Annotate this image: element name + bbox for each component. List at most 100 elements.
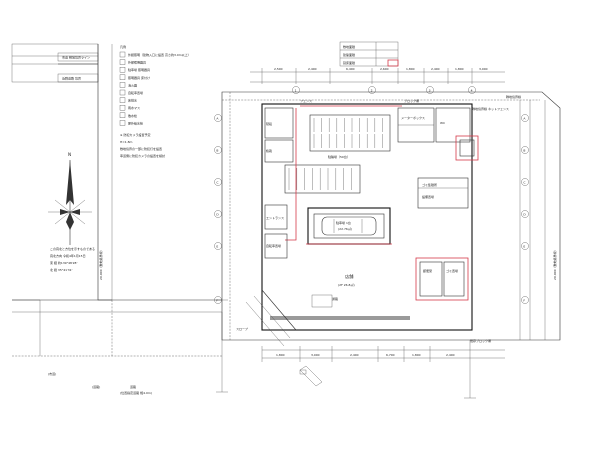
legend-heading: 凡例 <box>120 44 126 49</box>
grid-label: 1 <box>295 88 297 92</box>
compass-meta-1: この真北と方位を示すものである <box>50 246 95 251</box>
boundary-box <box>11 43 99 83</box>
ramp-label: スロープ <box>236 326 248 331</box>
legend-item-label: 屋外給水栓 <box>128 120 143 125</box>
grid-bubble <box>521 296 529 304</box>
compass-meta-4: 北 緯 35°41′31″ <box>50 267 74 272</box>
tap-icon <box>119 120 126 126</box>
lamp-icon <box>119 67 126 73</box>
left-rooms: 階段 植栽 エントランス 自転車置場 <box>264 107 294 259</box>
legend-item-label: 自転車置場 <box>128 90 143 95</box>
wall-hatch <box>270 316 410 320</box>
grid-label: D <box>216 212 219 216</box>
right-rooms: WC メーターボックス ゴミ集積所 設備置場 郵便受 ゴミ置場 <box>397 107 479 301</box>
grid-bubble <box>214 114 222 122</box>
grid-label: 3 <box>429 88 431 92</box>
compass-north: N <box>68 152 71 157</box>
boundary-label: 市道 敷地境界ライン <box>62 55 90 60</box>
drain-icon <box>119 97 126 103</box>
neighbor-label: 近隣道路 境界 <box>62 76 81 81</box>
grid-bubble <box>214 178 222 186</box>
wc-label: WC <box>440 121 445 125</box>
utility-label: 設備置場 <box>422 194 434 199</box>
grid-label: D <box>523 212 526 216</box>
grid-bubble <box>214 210 222 218</box>
bottom-road-note: (位置指定道路 幅4.0m) <box>120 390 152 395</box>
bottom-boundary: (市道) <box>48 371 56 376</box>
grid-label: B <box>216 148 218 152</box>
bottom-road: (道路) <box>92 384 100 389</box>
legend-item-label: 外観照明（建物入口に設置 高さ約3.0m以上） <box>128 52 191 57</box>
stairs-label: 階段 <box>266 121 272 126</box>
legend-item-label: 雨水マス <box>128 105 140 110</box>
grid-bubble <box>521 242 529 250</box>
north-compass: N <box>48 152 92 245</box>
legend-item: 外部照明器具 <box>119 59 146 65</box>
dim-label-top: 1,800 <box>406 67 415 71</box>
title-row-1: 敷地面積 <box>343 44 355 49</box>
bike-storage-label: 自転車置場 <box>266 243 281 248</box>
grid-label: A <box>216 116 219 120</box>
light-icon <box>119 51 126 58</box>
aisle-label: 通路 <box>332 296 338 301</box>
dim-label-bottom: 2,400 <box>350 353 359 357</box>
shop-area-label: (2F 26.8㎡) <box>338 282 355 287</box>
title-row-3: 延床面積 <box>343 60 355 65</box>
dim-label-bottom: 1,800 <box>412 353 421 357</box>
waste-label: ゴミ集積所 <box>422 182 437 187</box>
dim-label-bottom: 2,400 <box>446 353 455 357</box>
legend-item-label: 外部照明器具 <box>128 60 146 65</box>
lamp-icon <box>119 59 126 65</box>
dim-label-top: 2,400 <box>308 67 317 71</box>
left-dim-label: 20,000（敷地境界線） <box>98 249 103 281</box>
right-dim: 20,000（敷地境界線） <box>552 249 557 281</box>
bottom-road-label: 道路 <box>130 384 136 389</box>
grid-label: B <box>523 148 525 152</box>
legend-item: 外観照明（建物入口に設置 高さ約3.0m以上） <box>119 51 191 58</box>
dim-label-top: 6,400 <box>346 67 355 71</box>
bike-parking-2 <box>284 164 361 194</box>
legend-item: 照明器具 床付け <box>119 74 150 80</box>
car-area: (22.76㎡) <box>338 226 352 231</box>
right-note-1: 隣地境界線 <box>506 94 521 99</box>
fence-label: フェンス <box>300 98 312 103</box>
dim-label-bottom: 6,700 <box>386 353 395 357</box>
grid-bubble <box>426 86 434 94</box>
grid-bubble <box>468 86 476 94</box>
left-panel: 市道 敷地境界ライン 近隣道路 境界 N この真北と方位を示すものである 真北方… <box>11 43 333 395</box>
legend-note-2: H=1.8m <box>120 140 133 144</box>
grid-label: 4 <box>471 88 473 92</box>
dim-label-bottom: 3,000 <box>311 353 320 357</box>
legend-item-label: 照明器具 床付け <box>128 75 150 80</box>
grid-bubble <box>214 146 222 154</box>
legend-item-label: 消火器 <box>128 82 137 87</box>
legend-item-label: 床排水 <box>128 98 137 103</box>
grid-label: 2 <box>371 88 373 92</box>
car-label: 駐車場 1台 <box>336 220 351 225</box>
legend-note-3: 敷地境界の一部に防犯灯を設置 <box>120 146 162 151</box>
garden-label: 植栽 <box>266 148 272 153</box>
building-outline <box>261 103 473 331</box>
trash-label: ゴミ置場 <box>446 268 458 273</box>
legend-item: 自転車置場 <box>119 89 143 96</box>
grid-label: F <box>216 298 218 302</box>
grid-bubble <box>292 86 300 94</box>
tap-icon <box>119 112 126 118</box>
grate-icon <box>119 105 126 111</box>
compass-meta-2: 真北方向 令和4年1月15日 <box>50 253 86 258</box>
meter-label: メーターボックス <box>401 115 425 120</box>
site-boundary <box>221 91 561 341</box>
grid-bubble <box>521 210 529 218</box>
legend-item: 雨水マス <box>119 105 140 111</box>
legend-item: 散水栓 <box>119 112 137 118</box>
compass-meta-3: 東 経 約139°48′28″ <box>50 260 78 265</box>
title-box: 敷地面積 建築面積 延床面積 <box>339 41 399 67</box>
grid-label: A <box>523 116 526 120</box>
legend-item: 消火器 <box>119 82 137 88</box>
dim-label-top: 2,500 <box>274 67 283 71</box>
circle-icon <box>119 82 126 88</box>
dim-label-bottom: 1,800 <box>276 353 285 357</box>
